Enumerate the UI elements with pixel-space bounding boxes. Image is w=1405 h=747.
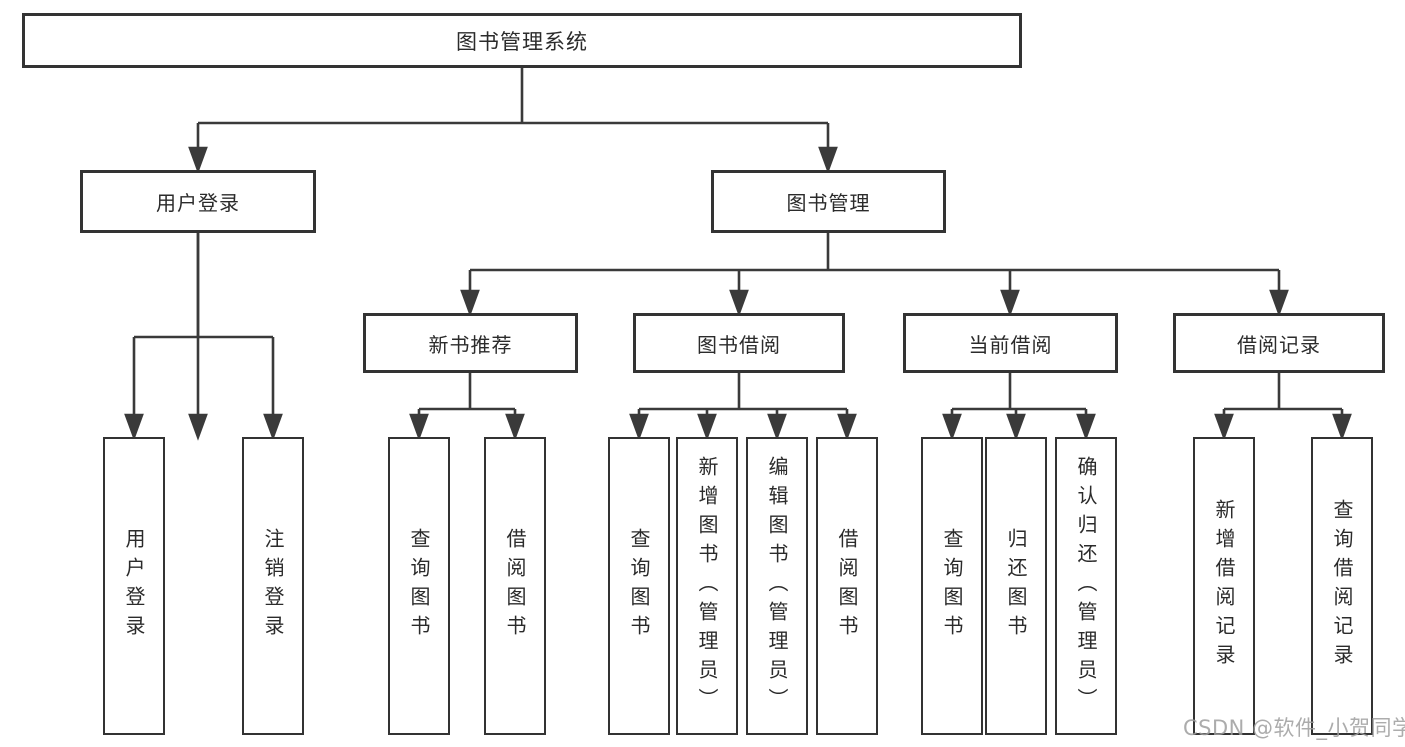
csdn-watermark: CSDN @软件_小贺同学 xyxy=(1183,716,1405,740)
leaf-user-login: 用户登录 xyxy=(103,437,165,735)
node-new-books: 新书推荐 xyxy=(363,313,578,373)
leaf-records-add-label: 新增借阅记录 xyxy=(1212,499,1236,673)
leaf-current-return-label: 归还图书 xyxy=(1004,528,1028,644)
node-book-borrow: 图书借阅 xyxy=(633,313,845,373)
leaf-logout: 注销登录 xyxy=(242,437,304,735)
leaf-new-books-query-label: 查询图书 xyxy=(407,528,431,644)
leaf-borrow-edit-admin: 编辑图书（管理员） xyxy=(746,437,808,735)
connector-book-mgmt-to-level3 xyxy=(460,233,1289,317)
node-book-mgmt: 图书管理 xyxy=(711,170,946,233)
connector-new-books-to-leaves xyxy=(409,373,525,441)
connector-current-borrow-to-leaves xyxy=(942,373,1096,441)
leaf-user-login-label: 用户登录 xyxy=(122,528,146,644)
node-current-borrow: 当前借阅 xyxy=(903,313,1118,373)
connector-user-login-to-leaves xyxy=(124,233,283,441)
node-borrow-records-label: 借阅记录 xyxy=(1237,332,1321,357)
leaf-current-query: 查询图书 xyxy=(921,437,983,735)
node-root-system: 图书管理系统 xyxy=(22,13,1022,68)
leaf-new-books-borrow: 借阅图书 xyxy=(484,437,546,735)
leaf-new-books-query: 查询图书 xyxy=(388,437,450,735)
connector-borrow-records-to-leaves xyxy=(1214,373,1352,441)
node-root-system-label: 图书管理系统 xyxy=(456,29,588,54)
node-user-login: 用户登录 xyxy=(80,170,316,233)
leaf-borrow-add-admin-label: 新增图书（管理员） xyxy=(695,455,719,717)
leaf-logout-label: 注销登录 xyxy=(261,528,285,644)
node-book-borrow-label: 图书借阅 xyxy=(697,332,781,357)
leaf-current-confirm-admin: 确认归还（管理员） xyxy=(1055,437,1117,735)
leaf-current-confirm-admin-label: 确认归还（管理员） xyxy=(1074,455,1098,717)
leaf-borrow-add-admin: 新增图书（管理员） xyxy=(676,437,738,735)
leaf-borrow-book: 借阅图书 xyxy=(816,437,878,735)
connector-book-borrow-to-leaves xyxy=(629,373,857,441)
leaf-records-add: 新增借阅记录 xyxy=(1193,437,1255,735)
node-current-borrow-label: 当前借阅 xyxy=(968,332,1053,357)
leaf-records-query-label: 查询借阅记录 xyxy=(1330,499,1354,673)
node-user-login-label: 用户登录 xyxy=(156,191,240,215)
node-borrow-records: 借阅记录 xyxy=(1173,313,1385,373)
node-new-books-label: 新书推荐 xyxy=(428,332,513,357)
leaf-records-query: 查询借阅记录 xyxy=(1311,437,1373,735)
node-book-mgmt-label: 图书管理 xyxy=(786,191,871,215)
leaf-borrow-edit-admin-label: 编辑图书（管理员） xyxy=(765,455,789,717)
leaf-borrow-query-label: 查询图书 xyxy=(627,528,651,644)
leaf-current-query-label: 查询图书 xyxy=(940,528,964,644)
leaf-borrow-book-label: 借阅图书 xyxy=(835,528,859,644)
leaf-current-return: 归还图书 xyxy=(985,437,1047,735)
leaf-new-books-borrow-label: 借阅图书 xyxy=(503,528,527,644)
leaf-borrow-query: 查询图书 xyxy=(608,437,670,735)
